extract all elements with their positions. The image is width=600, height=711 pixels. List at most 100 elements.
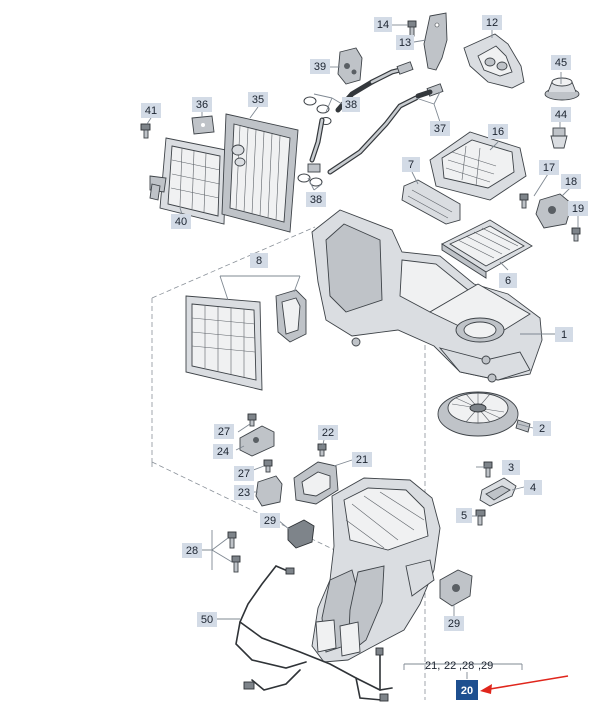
callout-4: 4 — [524, 480, 542, 495]
svg-text:22: 22 — [444, 660, 456, 672]
callout-29-lower: 29 — [444, 616, 464, 631]
callout-17: 17 — [539, 160, 559, 175]
svg-text:23: 23 — [238, 487, 250, 499]
callout-40: 40 — [171, 214, 191, 229]
callout-22: 22 — [318, 425, 338, 440]
screw-part-28 — [227, 531, 241, 573]
flap-housing-part-16 — [429, 131, 527, 201]
callout-5: 5 — [456, 508, 472, 523]
svg-text:18: 18 — [565, 176, 577, 188]
svg-text:28: 28 — [186, 545, 198, 557]
blower-motor-part-2 — [437, 391, 531, 437]
callout-29-upper: 29 — [260, 513, 280, 528]
callout-18: 18 — [561, 174, 581, 189]
refrigerant-lines — [327, 61, 444, 175]
svg-text:8: 8 — [256, 255, 262, 267]
svg-text:21,: 21, — [425, 660, 440, 672]
pollen-filter-part-6 — [441, 219, 533, 279]
svg-text:38: 38 — [310, 194, 322, 206]
screw-part-27 — [247, 413, 273, 473]
svg-text:17: 17 — [543, 162, 555, 174]
svg-text:37: 37 — [434, 123, 446, 135]
filter-panel-part-8 — [185, 289, 307, 391]
svg-text:5: 5 — [461, 510, 467, 522]
callout-13: 13 — [396, 35, 414, 50]
clip-part-36 — [191, 115, 215, 135]
svg-text:29: 29 — [264, 515, 276, 527]
cap-part-45 — [544, 77, 580, 101]
callouts: 14 12 13 39 38 45 41 36 35 37 44 16 7 17… — [141, 15, 588, 700]
callout-45: 45 — [551, 55, 571, 70]
callout-24: 24 — [213, 444, 233, 459]
screw-part-41 — [140, 123, 151, 139]
svg-text:36: 36 — [196, 99, 208, 111]
callout-35: 35 — [248, 92, 268, 107]
screw-part-5 — [475, 509, 486, 526]
callout-7: 7 — [402, 157, 420, 172]
svg-text:21: 21 — [356, 454, 368, 466]
screw-part-17 — [519, 193, 529, 209]
callout-20-highlighted: 20 — [456, 680, 478, 700]
callout-14: 14 — [374, 17, 392, 32]
callout-3: 3 — [502, 460, 520, 475]
callout-27-lower: 27 — [234, 466, 254, 481]
indicator-arrow — [480, 675, 569, 694]
main-housing-part-1 — [311, 209, 543, 383]
screw-part-22 — [317, 443, 327, 457]
bracket-part-13 — [423, 12, 448, 71]
svg-text:16: 16 — [492, 126, 504, 138]
svg-text:1: 1 — [561, 329, 567, 341]
screw-part-19 — [571, 227, 581, 242]
callout-2: 2 — [533, 421, 551, 436]
valve-part-39 — [337, 47, 363, 85]
wiring-harness-part-50 — [235, 565, 393, 702]
svg-text:2: 2 — [539, 423, 545, 435]
seal-part-7 — [401, 179, 461, 225]
screw-part-14 — [407, 20, 417, 37]
screw-part-3 — [483, 461, 493, 478]
callout-19: 19 — [568, 201, 588, 216]
motor-part-23 — [255, 475, 283, 507]
svg-text:50: 50 — [201, 614, 213, 626]
heater-core-part-40 — [149, 137, 227, 225]
svg-text:4: 4 — [530, 482, 536, 494]
leader-lines — [146, 24, 579, 679]
svg-text:19: 19 — [572, 203, 584, 215]
svg-text:13: 13 — [399, 37, 411, 49]
servo-part-24 — [239, 425, 275, 457]
svg-text:3: 3 — [508, 462, 514, 474]
evaporator-part-35 — [221, 113, 299, 233]
servo-motor-part-18 — [535, 193, 573, 229]
gasket-part-12 — [463, 33, 525, 89]
svg-text:39: 39 — [314, 61, 326, 73]
svg-text:20: 20 — [461, 685, 473, 697]
callout-38-lower: 38 — [306, 192, 326, 207]
callout-12: 12 — [482, 15, 502, 30]
sensor-part-44 — [550, 127, 568, 149]
callout-23: 23 — [234, 485, 254, 500]
callout-44: 44 — [551, 107, 571, 122]
svg-text:45: 45 — [555, 57, 567, 69]
callout-27-upper: 27 — [214, 424, 234, 439]
svg-text:27: 27 — [218, 426, 230, 438]
callout-16: 16 — [488, 124, 508, 139]
svg-text:29: 29 — [448, 618, 460, 630]
svg-text:22: 22 — [322, 427, 334, 439]
callout-28: 28 — [182, 543, 202, 558]
svg-text:38: 38 — [345, 99, 357, 111]
callout-50: 50 — [197, 612, 217, 627]
lower-housing-part-20 — [311, 477, 441, 663]
callout-37: 37 — [430, 121, 450, 136]
sub-reference-list: 21, 22 ,28 ,29 — [425, 660, 493, 672]
callout-39: 39 — [310, 59, 330, 74]
svg-text:40: 40 — [175, 216, 187, 228]
callout-41: 41 — [141, 103, 161, 118]
actuator-part-21 — [293, 461, 339, 505]
svg-text:,29: ,29 — [478, 660, 493, 672]
o-ring-part-38-upper — [303, 96, 332, 163]
module-part-29 — [287, 519, 473, 607]
svg-text:24: 24 — [217, 446, 229, 458]
callout-21: 21 — [352, 452, 372, 467]
callout-1: 1 — [555, 327, 573, 342]
